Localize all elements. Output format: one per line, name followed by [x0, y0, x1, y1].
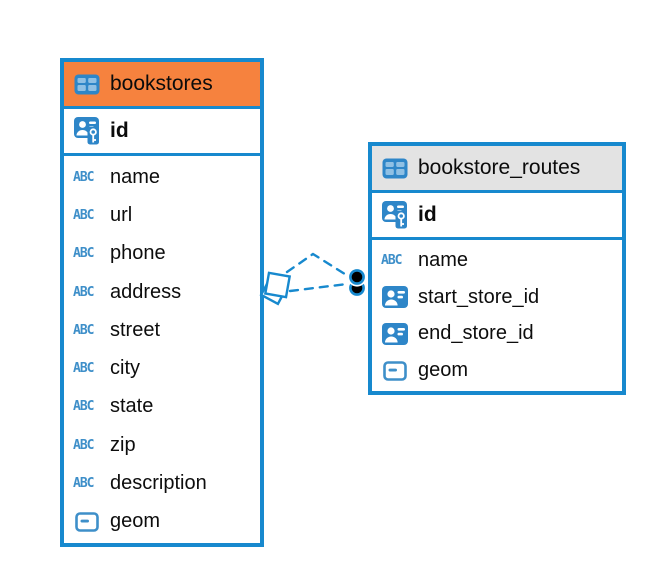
text-type-icon: ABC	[73, 361, 94, 377]
column-row[interactable]: ABC url	[64, 196, 260, 234]
text-type-icon: ABC	[73, 399, 94, 415]
geometry-type-icon	[381, 360, 409, 381]
column-name: city	[110, 357, 140, 380]
table-icon	[73, 74, 101, 95]
column-name: end_store_id	[418, 322, 534, 345]
column-name: id	[110, 119, 129, 142]
column-name: street	[110, 318, 161, 341]
column-row-pk[interactable]: id	[372, 193, 622, 240]
column-row[interactable]: ABC street	[64, 311, 260, 349]
relationship-target-dots[interactable]	[347, 267, 367, 296]
table-bookstore-routes[interactable]: bookstore_routes id ABC name start_store_i…	[368, 142, 626, 395]
table-icon	[381, 158, 409, 179]
column-name: address	[110, 280, 182, 303]
column-name: name	[418, 248, 469, 271]
text-type-icon: ABC	[73, 437, 94, 453]
column-name: url	[110, 203, 133, 226]
column-name: geom	[418, 359, 469, 382]
column-row[interactable]: ABC name	[64, 158, 260, 196]
column-row[interactable]: ABC address	[64, 273, 260, 311]
column-name: state	[110, 395, 154, 418]
column-row-pk[interactable]: id	[64, 109, 260, 156]
relationship-line-end-store[interactable]	[288, 282, 349, 293]
text-type-icon: ABC	[73, 322, 94, 338]
table-bookstores-header[interactable]: bookstores	[64, 62, 260, 109]
column-row[interactable]: geom	[372, 352, 622, 389]
column-row[interactable]: ABC city	[64, 349, 260, 387]
text-type-icon: ABC	[73, 284, 94, 300]
relationship-source-diamond[interactable]	[259, 271, 292, 306]
column-name: id	[418, 203, 437, 226]
column-row[interactable]: ABC state	[64, 388, 260, 426]
column-name: name	[110, 165, 161, 188]
table-bookstore-routes-header[interactable]: bookstore_routes	[372, 146, 622, 193]
column-name: phone	[110, 242, 166, 265]
column-row[interactable]: start_store_id	[372, 279, 622, 316]
relationship-line-start-store[interactable]	[285, 252, 350, 278]
column-name: start_store_id	[418, 285, 540, 308]
text-type-icon: ABC	[381, 252, 402, 268]
text-type-icon: ABC	[73, 246, 94, 262]
primary-key-icon	[381, 201, 409, 229]
text-type-icon: ABC	[73, 169, 94, 185]
column-name: description	[110, 472, 207, 495]
column-row[interactable]: ABC zip	[64, 426, 260, 464]
table-title: bookstore_routes	[418, 156, 581, 179]
foreign-key-icon	[381, 322, 409, 345]
geometry-type-icon	[73, 512, 101, 532]
column-row[interactable]: end_store_id	[372, 316, 622, 353]
column-row[interactable]: ABC phone	[64, 235, 260, 273]
column-row[interactable]: geom	[64, 503, 260, 541]
column-name: geom	[110, 510, 161, 533]
text-type-icon: ABC	[73, 476, 94, 492]
column-name: zip	[110, 433, 136, 456]
column-row[interactable]: ABC description	[64, 464, 260, 502]
foreign-key-icon	[381, 286, 409, 309]
text-type-icon: ABC	[73, 207, 94, 223]
primary-key-icon	[73, 117, 101, 145]
table-title: bookstores	[110, 72, 213, 95]
column-row[interactable]: ABC name	[372, 242, 622, 279]
